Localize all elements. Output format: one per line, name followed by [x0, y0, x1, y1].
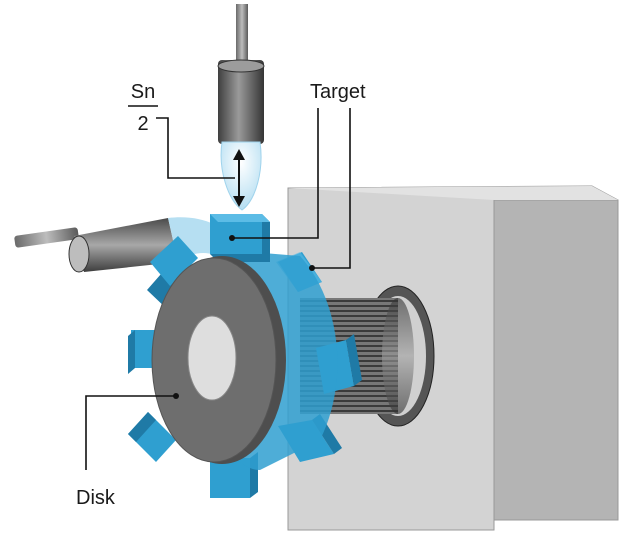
proximity-sensor-icon: [217, 4, 265, 211]
sn-leader: [156, 117, 235, 179]
target-label: Target: [310, 81, 366, 103]
target-leader-2: [312, 108, 351, 269]
disk-leader: [85, 395, 176, 470]
disk-label: Disk: [76, 487, 116, 509]
target-leader-1: [232, 108, 319, 239]
leader-dots: [173, 235, 315, 399]
sn-numerator-label: Sn: [131, 81, 155, 103]
double-arrow-icon: [233, 149, 245, 207]
sn-denominator-label: 2: [137, 113, 148, 135]
motor-housing: [287, 185, 619, 531]
disk: [151, 256, 286, 464]
leader-lines: [85, 108, 351, 470]
